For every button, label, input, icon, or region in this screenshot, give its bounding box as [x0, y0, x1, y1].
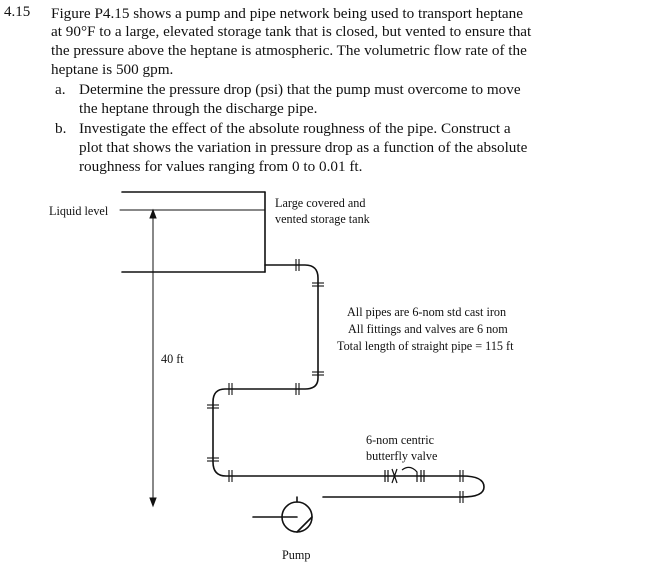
- pipe-note-line-1: All pipes are 6-nom std cast iron: [347, 305, 507, 319]
- liquid-level-label: Liquid level: [49, 204, 109, 218]
- height-dimension: [149, 208, 157, 508]
- part-a-line-2: the heptane through the discharge pipe.: [79, 100, 318, 117]
- valve-label-line-1: 6-nom centric: [366, 433, 435, 447]
- butterfly-valve: [384, 466, 425, 484]
- tank-label-line-1: Large covered and: [275, 196, 366, 210]
- flange-3: [312, 371, 324, 376]
- intro-line-3: the pressure above the heptane is atmosp…: [51, 42, 527, 59]
- height-label: 40 ft: [161, 352, 184, 366]
- part-b-line-1: Investigate the effect of the absolute r…: [79, 120, 511, 137]
- intro-line-2: at 90°F to a large, elevated storage tan…: [51, 23, 532, 40]
- part-a-line-1: Determine the pressure drop (psi) that t…: [79, 81, 521, 98]
- pipe-run: [212, 264, 485, 498]
- flange-10: [459, 491, 464, 503]
- intro-line-1: Figure P4.15 shows a pump and pipe netwo…: [51, 5, 523, 22]
- flange-8: [228, 470, 233, 482]
- valve-label-line-2: butterfly valve: [366, 449, 438, 463]
- part-a-label: a.: [55, 81, 66, 98]
- flange-6: [207, 404, 219, 409]
- pump-marker-stroke: [296, 516, 313, 533]
- pump-label: Pump: [282, 548, 311, 562]
- flange-1: [295, 259, 300, 271]
- flange-2: [312, 282, 324, 287]
- part-b-line-3: roughness for values ranging from 0 to 0…: [79, 158, 363, 175]
- part-b-label: b.: [55, 120, 67, 137]
- tank-label-line-2: vented storage tank: [275, 212, 370, 226]
- pipe-note-line-2: All fittings and valves are 6 nom: [348, 322, 508, 336]
- intro-line-4: heptane is 500 gpm.: [51, 61, 174, 78]
- flange-9: [459, 470, 464, 482]
- flange-7: [207, 457, 219, 462]
- part-b-line-2: plot that shows the variation in pressur…: [79, 139, 528, 156]
- problem-number: 4.15: [4, 4, 31, 20]
- pipe-note-line-3: Total length of straight pipe = 115 ft: [337, 339, 514, 353]
- flange-5: [228, 383, 233, 395]
- flange-4: [295, 383, 300, 395]
